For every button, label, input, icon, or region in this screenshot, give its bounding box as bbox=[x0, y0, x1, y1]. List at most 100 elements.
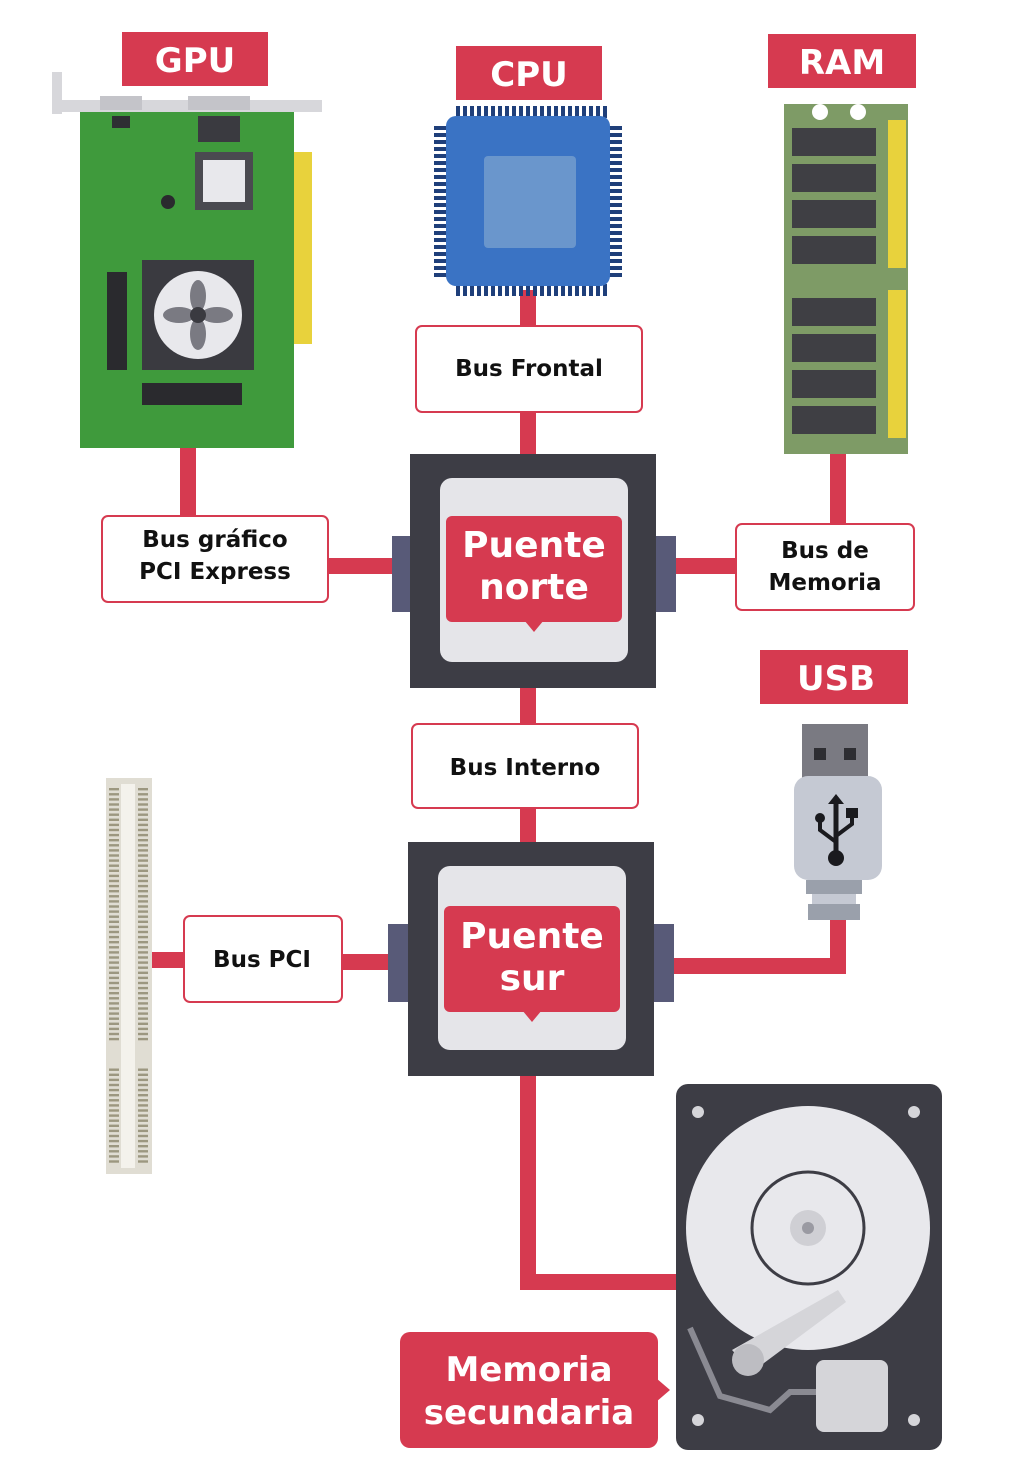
pci-pin bbox=[138, 1160, 148, 1163]
pci-pin bbox=[138, 1150, 148, 1153]
pci-pin bbox=[138, 1114, 148, 1117]
hard-drive bbox=[676, 1084, 942, 1450]
pci-pin bbox=[109, 1017, 119, 1020]
cpu-pin bbox=[608, 133, 622, 137]
usb-south-line bbox=[654, 920, 846, 974]
cpu-pin bbox=[608, 189, 622, 193]
pci-pin bbox=[109, 1119, 119, 1122]
cpu-pin bbox=[434, 189, 448, 193]
cpu-pin bbox=[434, 231, 448, 235]
pci-pin bbox=[138, 1073, 148, 1076]
cpu-pin bbox=[608, 245, 622, 249]
pci-pin bbox=[109, 1129, 119, 1133]
pci-pin bbox=[109, 788, 119, 791]
pci-pin bbox=[109, 1068, 119, 1071]
pci-pin bbox=[109, 828, 119, 832]
pci-pin bbox=[109, 833, 119, 837]
pci-pin bbox=[138, 818, 148, 821]
pci-pin bbox=[138, 890, 148, 893]
southbridge-title-line2: sur bbox=[500, 958, 565, 999]
pci-pin bbox=[109, 813, 119, 816]
cpu-pin bbox=[470, 284, 474, 296]
cpu-pin bbox=[484, 284, 488, 296]
cpu-pin bbox=[505, 106, 509, 118]
cpu-pin bbox=[608, 266, 622, 270]
pci-pin bbox=[138, 1007, 148, 1010]
pci-pin bbox=[109, 1027, 119, 1031]
cpu-tag: CPU bbox=[456, 46, 602, 100]
pci-pin bbox=[138, 798, 148, 801]
cpu-chip bbox=[434, 106, 622, 296]
cpu-pin bbox=[608, 175, 622, 179]
pci-pin bbox=[109, 986, 119, 990]
pci-pin bbox=[109, 1134, 119, 1138]
pci-pin bbox=[109, 1124, 119, 1127]
cpu-pin bbox=[434, 210, 448, 214]
pci-pin bbox=[138, 808, 148, 811]
ram-chip bbox=[792, 370, 876, 398]
pci-pin bbox=[138, 1017, 148, 1020]
cpu-pin bbox=[547, 106, 551, 118]
pci-pin bbox=[138, 844, 148, 847]
ram-chip bbox=[792, 406, 876, 434]
cpu-pin bbox=[561, 284, 565, 296]
pci-pin bbox=[138, 823, 148, 827]
cpu-pin bbox=[575, 284, 579, 296]
pci-pin bbox=[109, 997, 119, 1000]
cpu-pin bbox=[434, 154, 448, 158]
pci-pin bbox=[109, 992, 119, 995]
bus-memoria-label-line1: Bus de bbox=[781, 538, 869, 564]
cpu-pin bbox=[434, 273, 448, 277]
pci-pin bbox=[109, 849, 119, 852]
cpu-pin bbox=[603, 106, 607, 118]
pci-pin bbox=[109, 930, 119, 934]
pci-pin bbox=[138, 920, 148, 923]
cpu-pin bbox=[608, 231, 622, 235]
pci-pin bbox=[109, 946, 119, 949]
pci-pin bbox=[109, 1002, 119, 1005]
ram-chip bbox=[792, 200, 876, 228]
cpu-pin bbox=[608, 203, 622, 207]
cpu-pin bbox=[491, 106, 495, 118]
pci-pin bbox=[109, 1073, 119, 1076]
cpu-pin bbox=[456, 106, 460, 118]
gpu-tag: GPU bbox=[122, 32, 268, 86]
pci-pin bbox=[109, 915, 119, 918]
cpu-pin bbox=[434, 126, 448, 130]
pci-pin bbox=[109, 941, 119, 944]
secondary-memory-label-line1: Memoria bbox=[445, 1350, 612, 1390]
cpu-pin bbox=[582, 284, 586, 296]
ram-chip bbox=[792, 164, 876, 192]
pci-pin bbox=[109, 890, 119, 893]
northbridge-chip: Puente norte bbox=[392, 454, 676, 688]
cpu-pin bbox=[561, 106, 565, 118]
pci-pin bbox=[138, 1134, 148, 1138]
pci-pin bbox=[138, 986, 148, 990]
pci-pin bbox=[138, 854, 148, 857]
pci-pin bbox=[138, 1155, 148, 1158]
pci-pin bbox=[109, 1114, 119, 1117]
cpu-pin bbox=[608, 196, 622, 200]
pci-pin bbox=[138, 1002, 148, 1005]
bus-frontal-box: Bus Frontal bbox=[415, 325, 643, 413]
pci-pin bbox=[138, 1027, 148, 1031]
cpu-pin bbox=[608, 140, 622, 144]
cpu-pin bbox=[434, 175, 448, 179]
cpu-pin bbox=[434, 252, 448, 256]
pci-pin bbox=[109, 808, 119, 811]
bus-frontal-label: Bus Frontal bbox=[455, 356, 603, 382]
bus-interno-label: Bus Interno bbox=[450, 755, 601, 781]
bus-grafico-box: Bus gráfico PCI Express bbox=[101, 515, 329, 603]
cpu-label: CPU bbox=[490, 55, 567, 95]
pci-pin bbox=[109, 874, 119, 878]
cpu-pin bbox=[540, 284, 544, 296]
pci-pin bbox=[138, 1012, 148, 1015]
cpu-pin bbox=[463, 284, 467, 296]
cpu-pin bbox=[608, 273, 622, 277]
gpu-card bbox=[52, 72, 322, 448]
pci-pin bbox=[138, 1145, 148, 1148]
pci-pin bbox=[109, 1109, 119, 1112]
southbridge-title-line1: Puente bbox=[460, 916, 604, 957]
cpu-pin bbox=[498, 284, 502, 296]
cpu-pin bbox=[434, 217, 448, 221]
